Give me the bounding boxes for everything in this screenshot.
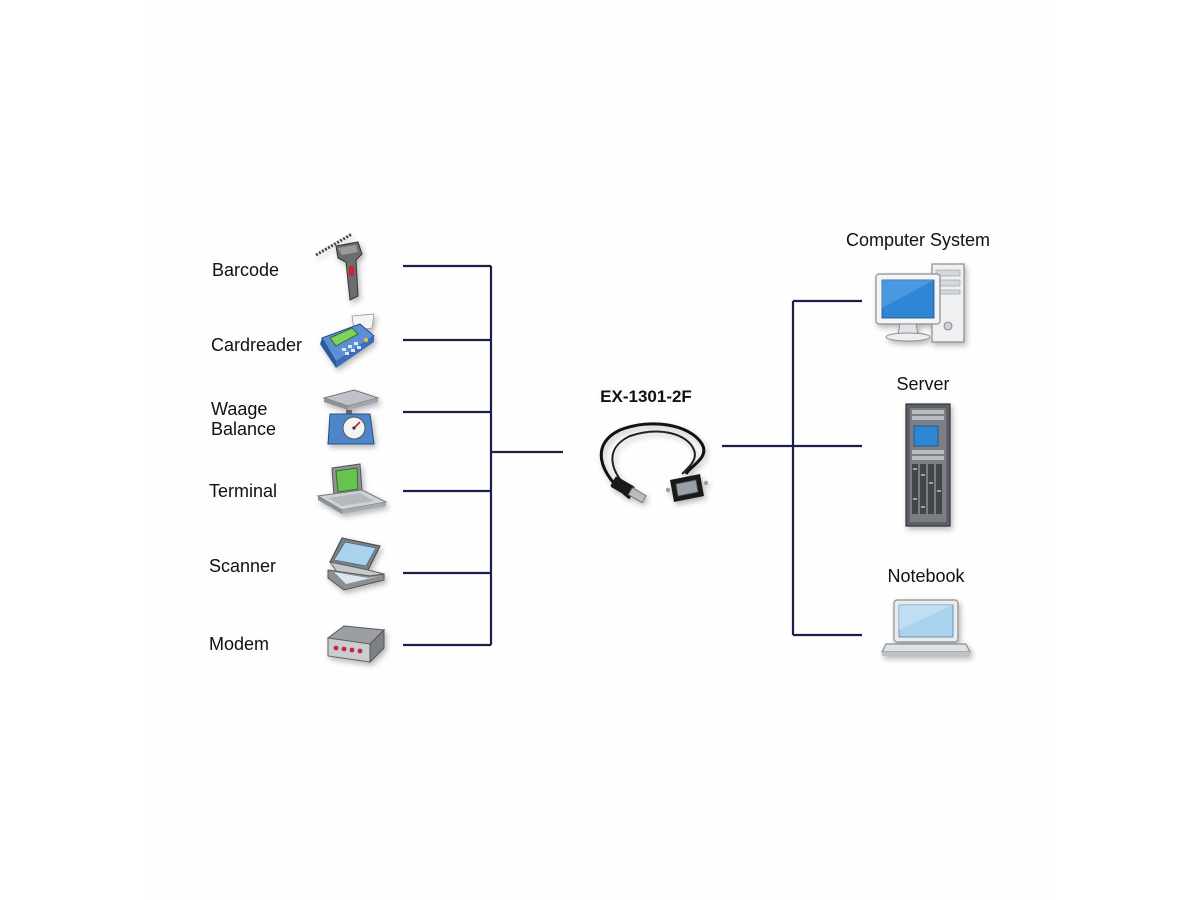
label-server: Server: [896, 374, 950, 394]
label-computer-system: Computer System: [845, 230, 991, 250]
label-barcode: Barcode: [212, 260, 280, 280]
server-rack-icon: [905, 403, 951, 527]
label-scanner: Scanner: [209, 556, 277, 576]
usb-serial-cable-icon: [599, 422, 709, 504]
label-terminal: Terminal: [209, 481, 278, 501]
label-cardreader: Cardreader: [211, 335, 303, 355]
label-product: EX-1301-2F: [600, 387, 692, 406]
background-panel: [150, 0, 1050, 900]
notebook-icon: [881, 599, 971, 656]
label-modem: Modem: [209, 634, 270, 654]
modem-icon: [326, 625, 386, 664]
label-notebook: Notebook: [887, 566, 965, 586]
scale-icon: [322, 389, 380, 445]
label-scale: Waage Balance: [211, 399, 277, 439]
flatbed-scanner-icon: [327, 537, 385, 591]
terminal-icon: [316, 463, 388, 514]
desktop-computer-icon: [875, 263, 965, 343]
card-reader-icon: [320, 313, 375, 368]
barcode-scanner-icon: [315, 232, 363, 301]
